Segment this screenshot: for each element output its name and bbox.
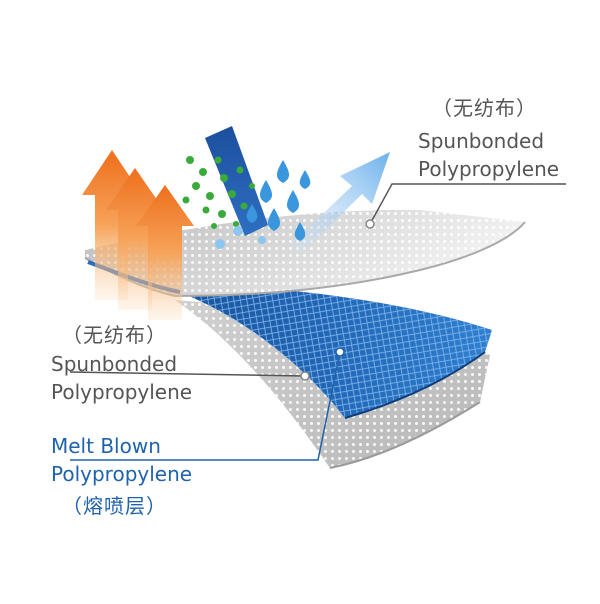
leader-line-top [369,183,566,225]
leader-line-middle [69,371,306,377]
particle-cluster [182,156,255,229]
meltblown-layer [150,282,492,419]
water-droplet-icon [299,170,311,189]
water-droplet-icon [267,208,281,231]
leader-line-bottom [70,351,341,461]
particle-icon [182,196,190,204]
middle-layer-label-line2: Polypropylene [51,380,193,404]
leader-dot-top [365,219,375,229]
water-droplet-icon [259,180,273,203]
particle-icon [202,206,210,214]
particle-icon [249,183,255,189]
meltblown-label-line1: Melt Blown [51,434,161,458]
top-layer-chinese-label: （无纺布） [432,96,537,120]
particle-icon [211,223,217,229]
water-droplet-icon [233,226,243,236]
particle-icon [240,202,248,210]
water-droplet-icon [276,160,290,183]
leader-lines [69,183,566,461]
particle-icon [220,174,228,182]
airflow-arrow-icon [290,152,390,255]
middle-layer-label-line1: Spunbonded [51,352,178,376]
particle-icon [199,168,207,176]
droplet-cluster [215,160,311,249]
heat-arrow-icon [136,185,194,320]
middle-layer-chinese-label: （无纺布） [62,323,167,347]
water-droplet-icon [294,222,306,241]
particle-icon [228,190,236,198]
particle-icon [214,156,222,164]
leader-dot-middle [300,371,310,381]
particle-icon [206,192,214,200]
leader-dot-bottom [335,347,345,357]
particle-icon [236,166,244,174]
incoming-stream-icon [205,126,268,236]
water-droplet-icon [215,239,225,249]
particle-icon [218,210,226,218]
water-droplet-icon [286,190,300,213]
heat-arrows [82,150,194,320]
meltblown-label-line2: Polypropylene [51,462,193,486]
particle-icon [192,182,200,190]
top-layer-label-line1: Spunbonded [418,129,545,153]
water-droplet-icon [258,236,266,244]
water-droplet-icon [246,204,258,223]
particle-icon [186,156,194,164]
top-layer-label-line2: Polypropylene [418,157,560,181]
meltblown-chinese-label: （熔喷层） [62,494,167,518]
particle-icon [233,221,239,227]
